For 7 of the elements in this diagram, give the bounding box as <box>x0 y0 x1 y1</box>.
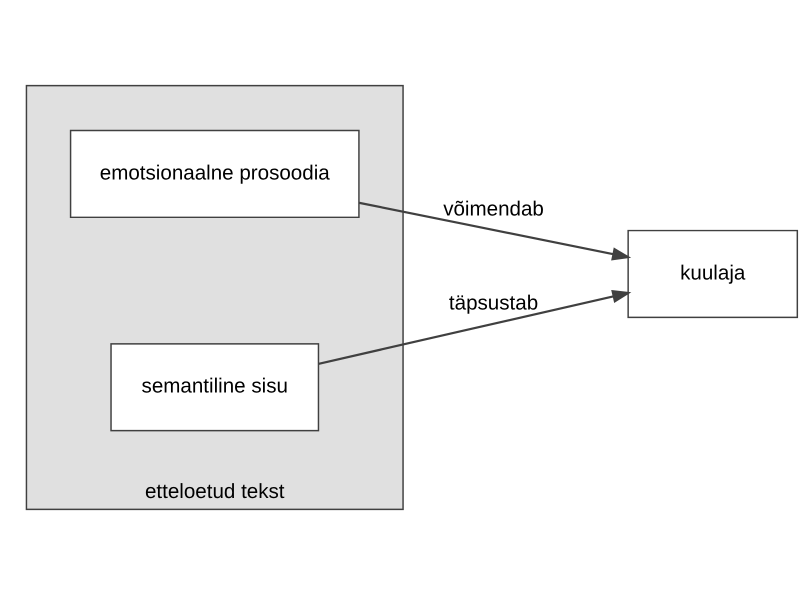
node-box: semantiline sisu <box>110 342 320 431</box>
node-box: emotsionaalne prosoodia <box>70 129 360 218</box>
edge-label: võimendab <box>443 196 544 220</box>
edge-label: täpsustab <box>448 291 538 314</box>
arrow <box>359 201 632 260</box>
arrow <box>318 289 632 364</box>
node-box: kuulaja <box>627 229 798 318</box>
